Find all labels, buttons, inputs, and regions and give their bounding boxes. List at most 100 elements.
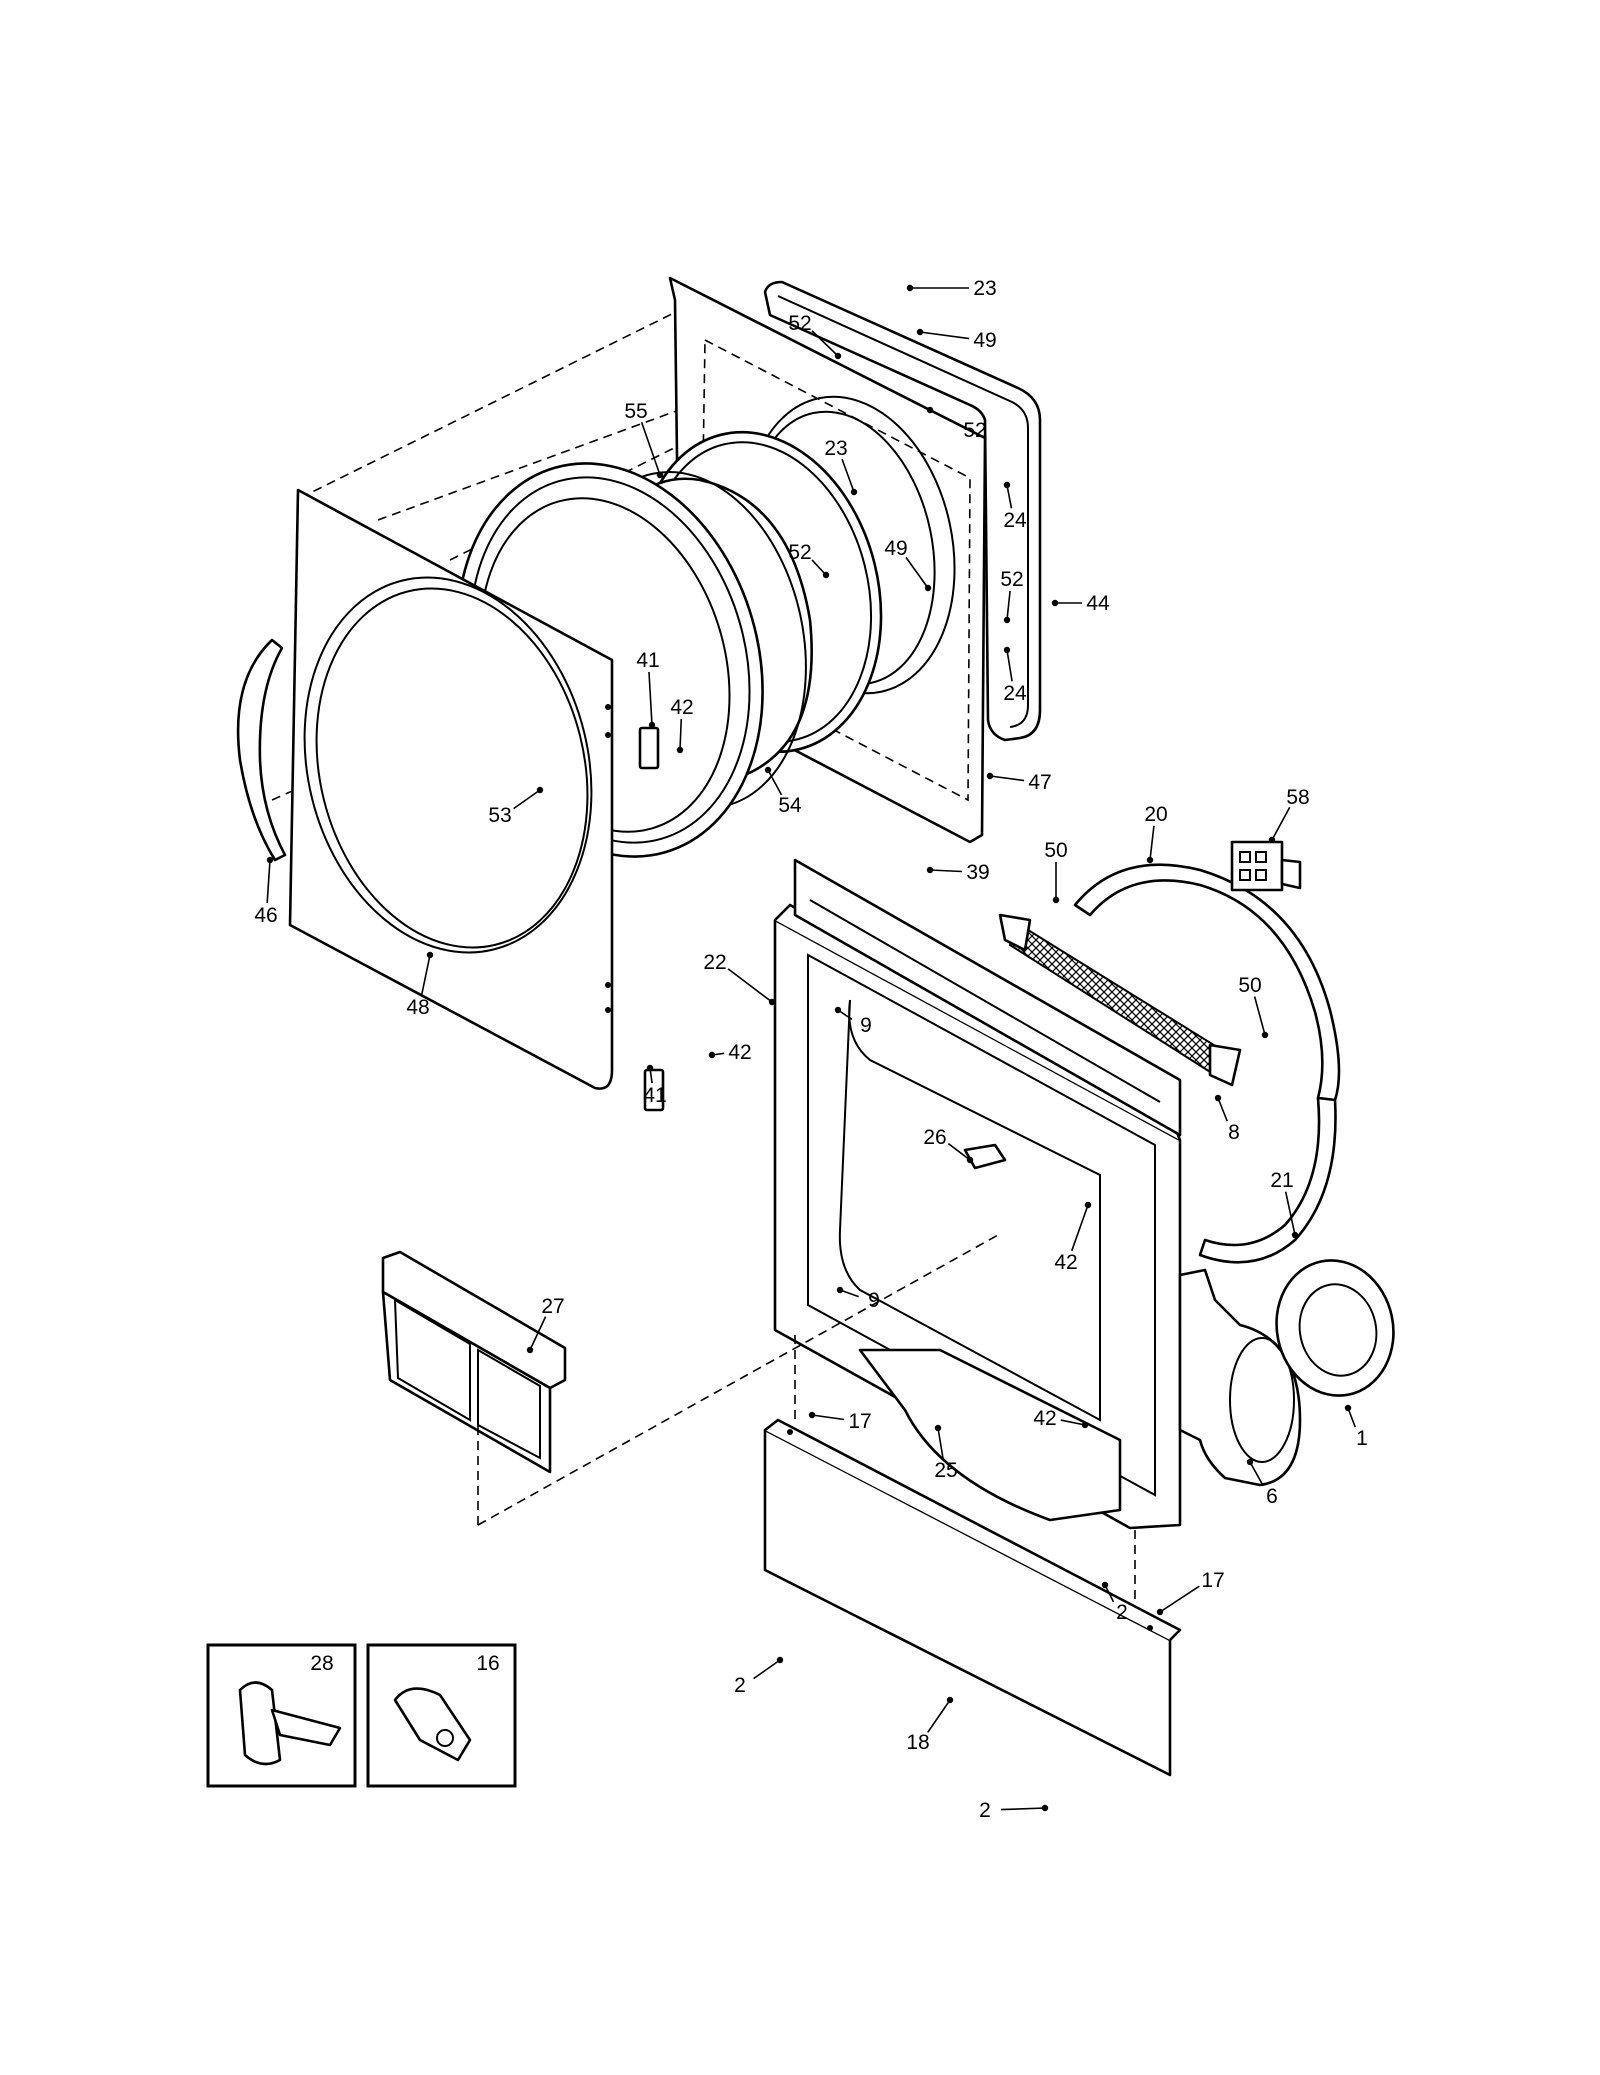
callout-number: 26 xyxy=(923,1126,946,1149)
callout-number: 58 xyxy=(1286,786,1309,809)
part-58-door-switch xyxy=(1230,840,1302,892)
callout-c20: 20 xyxy=(1144,803,1168,864)
callout-c50b: 50 xyxy=(1238,974,1269,1039)
fastener-dot xyxy=(1051,599,1059,607)
callout-number: 1 xyxy=(1356,1427,1368,1450)
inset-16-box xyxy=(366,1643,517,1788)
callout-number: 52 xyxy=(788,541,811,564)
callout-number: 53 xyxy=(488,804,511,827)
callout-number: 39 xyxy=(966,861,989,884)
part-1-ring xyxy=(1275,1259,1395,1397)
callout-number: 42 xyxy=(728,1041,751,1064)
fastener-dot xyxy=(906,284,914,292)
leader-line xyxy=(811,559,827,576)
callout-c42a: 42 xyxy=(670,696,694,754)
inset-28-box xyxy=(206,1643,357,1788)
fastener-dot xyxy=(1146,856,1154,864)
leader-line xyxy=(947,1142,971,1161)
fastener-dot xyxy=(1084,1201,1092,1209)
leader-line xyxy=(1347,1407,1356,1428)
callout-number: 2 xyxy=(979,1799,991,1822)
fastener-dot xyxy=(822,571,830,579)
callout-number: 23 xyxy=(824,437,847,460)
part-22-front-frame xyxy=(773,858,1182,1530)
callout-number: 21 xyxy=(1270,1169,1293,1192)
callout-c1: 1 xyxy=(1344,1404,1368,1450)
leader-line xyxy=(811,1414,845,1421)
callout-c22: 22 xyxy=(703,951,776,1006)
callout-number: 2 xyxy=(734,1674,746,1697)
leader-line xyxy=(989,775,1025,782)
callout-c41a: 41 xyxy=(636,649,660,729)
callout-number: 8 xyxy=(1228,1121,1240,1144)
lower-duct-shroud xyxy=(858,1348,1122,1522)
fastener-dot xyxy=(1003,646,1011,654)
callout-number: 52 xyxy=(1000,568,1023,591)
fastener-dot xyxy=(648,721,656,729)
alignment-dashes-lower xyxy=(477,1234,1136,1600)
leader-line xyxy=(266,859,271,904)
callout-c41b: 41 xyxy=(643,1064,667,1107)
fastener-dot xyxy=(1052,896,1060,904)
callout-c52d: 52 xyxy=(1000,568,1024,624)
fastener-dot xyxy=(426,951,434,959)
fastener-dot xyxy=(764,766,772,774)
callout-number: 42 xyxy=(1054,1251,1077,1274)
callout-c2a: 2 xyxy=(1101,1581,1128,1624)
callout-number: 55 xyxy=(624,400,647,423)
leader-line xyxy=(1159,1585,1200,1613)
callout-number: 18 xyxy=(906,1731,929,1754)
fastener-dot xyxy=(986,772,994,780)
callout-c42b: 42 xyxy=(708,1041,752,1064)
callout-c18: 18 xyxy=(906,1696,954,1754)
fastener-dot xyxy=(708,1051,716,1059)
callout-number: 41 xyxy=(643,1084,666,1107)
callout-number: 52 xyxy=(788,312,811,335)
inset-16-label: 16 xyxy=(476,1652,499,1675)
leader-line xyxy=(679,718,683,751)
callout-c6: 6 xyxy=(1246,1458,1278,1508)
fastener-dot xyxy=(1291,1231,1299,1239)
leader-line xyxy=(753,1659,781,1680)
callout-number: 48 xyxy=(406,996,429,1019)
callout-number: 44 xyxy=(1086,592,1110,615)
callout-number: 9 xyxy=(868,1289,880,1312)
callout-number: 49 xyxy=(884,537,907,560)
callout-c58: 58 xyxy=(1268,786,1310,844)
leader-line xyxy=(905,556,929,589)
fastener-dot xyxy=(646,1064,654,1072)
leader-line xyxy=(1006,590,1011,621)
part-48-front-panel xyxy=(288,488,614,1090)
leader-line xyxy=(1284,1191,1296,1236)
fastener-dot xyxy=(834,352,842,360)
part-6-duct xyxy=(1178,1268,1302,1487)
inset-28-label: 28 xyxy=(310,1652,333,1675)
leader-line xyxy=(1000,1807,1046,1811)
callout-number: 49 xyxy=(973,329,996,352)
fastener-dot xyxy=(926,406,934,414)
fastener-dot xyxy=(1246,1458,1254,1466)
callout-c2b: 2 xyxy=(734,1656,784,1697)
part-18-toe-panel xyxy=(763,1418,1182,1777)
fastener-dot xyxy=(966,1156,974,1164)
fastener-dot xyxy=(656,471,664,479)
callout-number: 27 xyxy=(541,1295,564,1318)
fastener-dot xyxy=(836,1286,844,1294)
callout-c49a: 49 xyxy=(916,328,997,352)
fastener-dot xyxy=(1268,836,1276,844)
leader-line xyxy=(1149,825,1155,861)
leader-line xyxy=(1060,1419,1086,1426)
callout-c52b: 52 xyxy=(926,406,987,442)
callout-c49b: 49 xyxy=(884,537,932,592)
callout-c21: 21 xyxy=(1270,1169,1299,1239)
part-41-hinges xyxy=(638,726,665,1112)
callout-number: 47 xyxy=(1028,771,1051,794)
fastener-dot xyxy=(536,786,544,794)
callout-number: 24 xyxy=(1003,509,1027,532)
callout-c2c: 2 xyxy=(979,1799,1049,1822)
leader-line xyxy=(1071,1204,1089,1252)
leader-line xyxy=(929,869,963,873)
callout-number: 9 xyxy=(860,1014,872,1037)
callout-number: 20 xyxy=(1144,803,1167,826)
callout-c9a: 9 xyxy=(834,1006,872,1037)
